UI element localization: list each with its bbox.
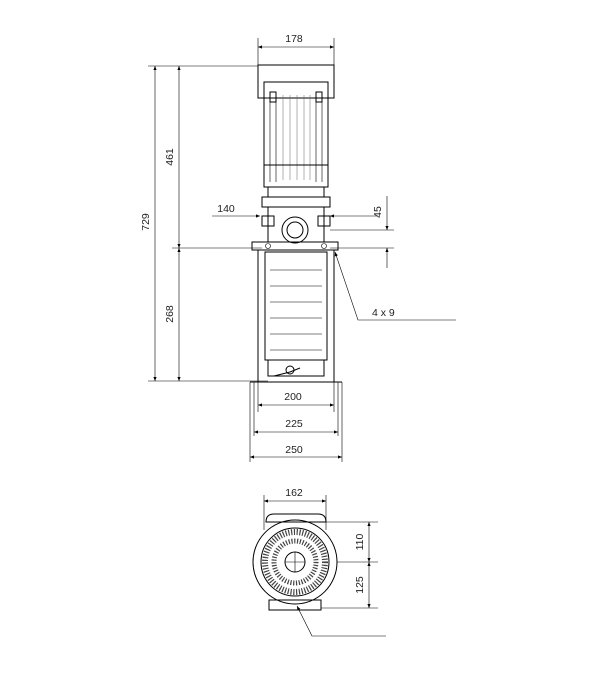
dim-top-width: 162: [285, 487, 303, 499]
top-flange: [265, 513, 327, 523]
motor-fan-grille: [262, 529, 328, 595]
leader-holes: [334, 251, 456, 321]
dim-mounting-holes: 4 x 9: [372, 307, 395, 319]
pump-body: [250, 249, 342, 383]
dim-base-mid: 225: [285, 418, 303, 430]
dim-base-inner: 200: [284, 391, 302, 403]
dim-motor-height: 461: [164, 148, 176, 166]
dim-overall-height: 729: [140, 213, 152, 231]
dim-base-outer: 250: [285, 444, 303, 456]
dim-suction-offset: 140: [217, 203, 235, 215]
dim-top-lower: 125: [354, 576, 366, 594]
motor: [257, 64, 335, 198]
top-view: 162 110 125: [252, 487, 386, 637]
motor-fan-grille-inner: [271, 538, 319, 586]
base-lip: [268, 599, 322, 611]
dim-top-upper: 110: [354, 533, 366, 550]
leader-top: [296, 605, 386, 637]
dim-base-height: 268: [164, 305, 176, 323]
pump-inner-ring: [260, 527, 330, 597]
dim-motor-width: 178: [285, 33, 303, 45]
pump-head: [251, 196, 339, 251]
side-view: 178 729 461 268 140 45 4 x 9 200 225 250: [140, 33, 456, 462]
dim-port-offset: 45: [372, 206, 384, 218]
